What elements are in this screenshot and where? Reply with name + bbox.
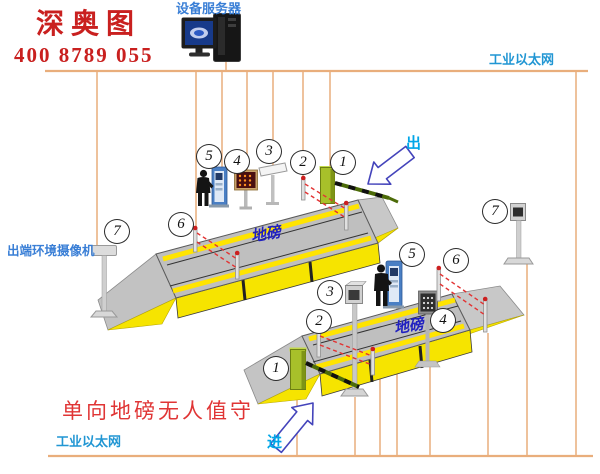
weighbridge-upper	[97, 196, 399, 331]
exit-label: 出	[406, 135, 422, 152]
barrier-gate-upper-icon	[319, 166, 399, 204]
badge-lower-3: 3	[317, 280, 343, 305]
server-label: 设备服务器	[176, 1, 242, 16]
env-camera-right-icon	[503, 203, 534, 265]
badge-upper-1: 1	[330, 150, 356, 175]
infrared-sensor-posts-upper	[192, 175, 349, 280]
kiosk-terminal-lower-icon	[383, 260, 404, 309]
badge-lower-6: 6	[443, 248, 469, 273]
led-display-lower-icon	[414, 290, 441, 368]
ethernet-top-label: 工业以太网	[489, 52, 555, 67]
ethernet-bottom-label: 工业以太网	[56, 434, 122, 449]
person-upper-icon	[196, 169, 214, 206]
brand-phone: 400 8789 055	[14, 43, 154, 67]
badge-lower-1: 1	[263, 356, 289, 381]
badge-lower-2: 2	[306, 309, 332, 334]
badge-right-7: 7	[482, 199, 508, 224]
badge-upper-3: 3	[256, 139, 282, 164]
enter-label: 进	[267, 434, 283, 451]
person-lower-icon	[374, 264, 392, 306]
exit-arrow-icon	[367, 145, 416, 185]
badge-upper-2: 2	[290, 150, 316, 175]
led-display-upper-icon	[234, 169, 258, 210]
exit-env-camera-icon	[89, 245, 119, 318]
badge-lower-5: 5	[399, 242, 425, 267]
badge-lower-4: 4	[430, 308, 456, 333]
display-sign-upper-icon	[258, 162, 288, 205]
brand-name: 深奥图	[36, 9, 142, 40]
kiosk-terminal-upper-icon	[209, 166, 229, 208]
camera-lower-icon	[340, 281, 369, 397]
network-drop-lines	[96, 56, 577, 456]
caption-text: 单向地磅无人值守	[62, 400, 254, 423]
enter-arrow-icon	[269, 402, 314, 454]
badge-upper-6: 6	[168, 212, 194, 237]
badge-upper-5: 5	[196, 144, 222, 169]
barrier-gate-lower-icon	[289, 347, 360, 390]
badge-left-7: 7	[104, 219, 130, 244]
infrared-sensor-posts-lower	[316, 265, 488, 376]
exit-camera-label: 出端环境摄像机	[7, 244, 95, 258]
badge-upper-4: 4	[224, 149, 250, 174]
server-icon	[181, 13, 241, 62]
